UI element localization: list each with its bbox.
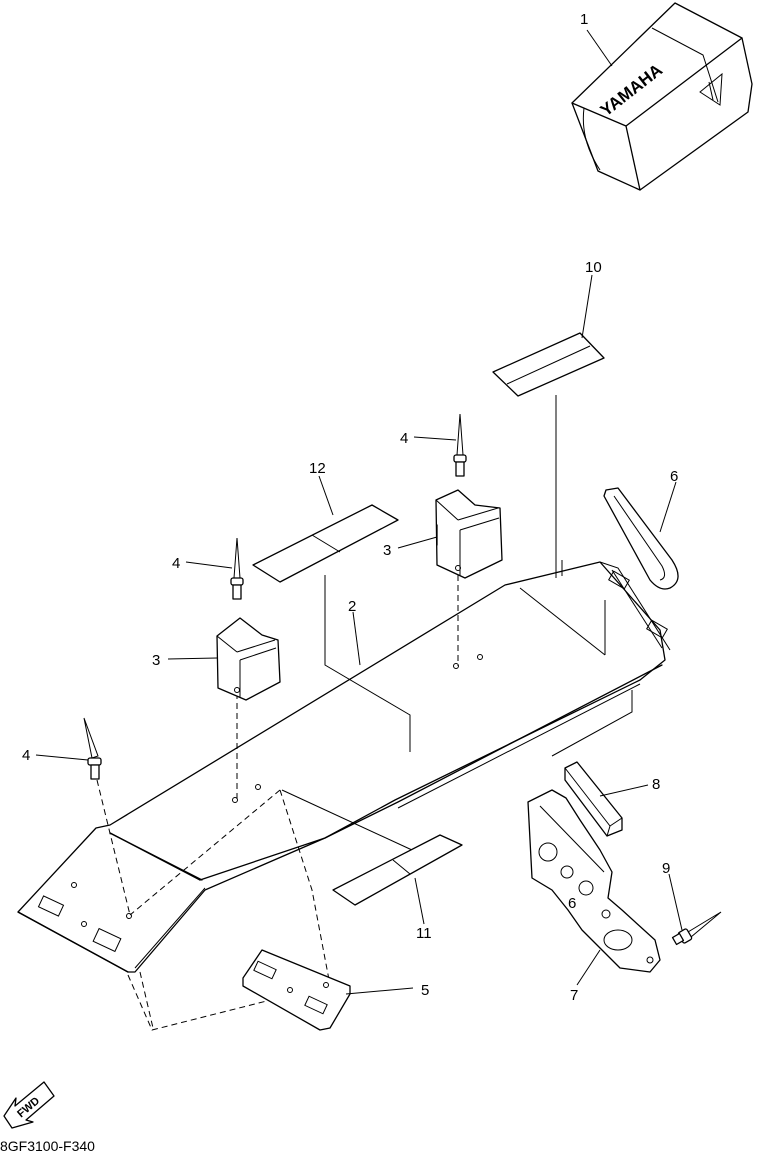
cover-bag-part-1: YAMAHA [571,2,753,191]
bracket-part-3-right [435,489,503,579]
callout-4-b: 4 [400,430,408,447]
callout-2: 2 [348,598,356,615]
callout-leaders [35,29,683,995]
callout-4-c: 4 [22,747,30,764]
rivet-part-4-a [230,537,244,600]
callout-6-top: 6 [670,468,678,485]
callout-12: 12 [309,460,326,477]
clip-part-6 [603,487,679,590]
callout-6-bottom: 6 [568,895,576,912]
bracket-part-3-left [216,617,281,701]
callout-7: 7 [570,987,578,1004]
foam-block-part-8 [564,761,623,837]
rivet-part-4-c [83,717,102,780]
callout-5: 5 [421,982,429,999]
decal-part-10 [492,332,605,397]
fwd-arrow-icon: FWD [3,1081,55,1129]
plate-part-5 [242,949,351,1031]
callout-4-a: 4 [172,555,180,572]
gasket-part-7 [527,789,661,973]
callout-3-right: 3 [383,542,391,559]
callout-11: 11 [416,925,432,942]
callout-3-left: 3 [152,652,160,669]
decal-part-12 [252,504,399,583]
callout-9: 9 [662,860,670,877]
rivet-part-4-b [453,413,467,477]
callout-8: 8 [652,776,660,793]
lower-plate-part-2 [17,560,671,973]
callout-10: 10 [585,259,602,276]
part-code: 8GF3100-F340 [0,1138,95,1154]
rivet-part-9 [671,911,722,946]
decal-part-11 [332,834,463,906]
callout-numbers: 1 2 3 3 4 4 4 5 6 6 7 8 9 10 11 12 [22,11,678,1004]
callout-1: 1 [580,11,588,28]
